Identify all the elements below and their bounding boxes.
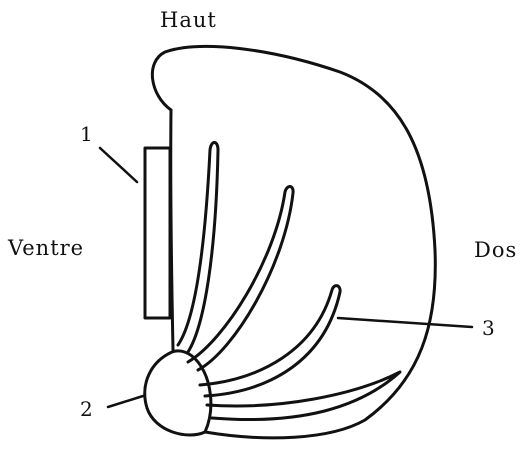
bulb-part-2 [145,351,211,435]
leader-line-2 [108,396,143,407]
callout-2: 2 [80,397,93,421]
label-right: Dos [474,238,517,262]
channel-2 [188,186,293,370]
label-top: Haut [160,8,217,32]
leader-line-1 [100,148,137,182]
label-left: Ventre [8,236,84,260]
channel-3 [200,286,340,396]
channel-1 [178,143,218,353]
callout-1: 1 [80,122,93,146]
callout-3: 3 [482,316,495,340]
rectangle-part-1 [145,148,170,318]
leader-line-3 [338,318,472,327]
